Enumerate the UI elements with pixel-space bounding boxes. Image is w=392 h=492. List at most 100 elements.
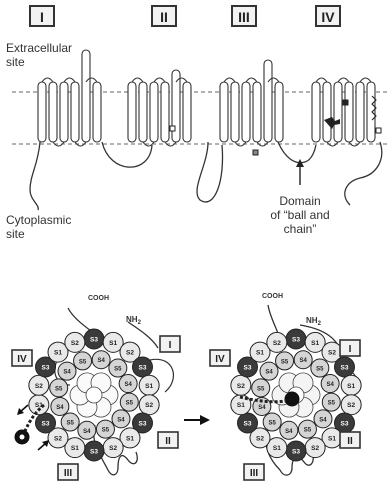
segment-label: S4 xyxy=(124,382,132,388)
right-outer-segment: S3 xyxy=(334,357,354,377)
extracellular-label: Extracellular xyxy=(6,41,72,55)
cytoplasmic-label: Cytoplasmic xyxy=(6,213,71,227)
left-middle-segment: S5 xyxy=(50,379,68,397)
tm-connector xyxy=(257,142,268,146)
left-middle-segment: S4 xyxy=(119,375,137,393)
domain-note-label-3: chain” xyxy=(284,222,317,236)
segment-label: S2 xyxy=(256,435,264,442)
transition-arrowhead xyxy=(200,415,210,425)
segment-label: S5 xyxy=(114,367,122,373)
right-domain-label-iii: III xyxy=(244,464,264,480)
left-outer-segment: S3 xyxy=(132,357,152,377)
tm-segment xyxy=(82,50,90,142)
tm-segment xyxy=(231,82,239,142)
segment-label: S5 xyxy=(268,420,276,426)
right-middle-segment: S5 xyxy=(298,420,316,438)
segment-label: S2 xyxy=(347,402,355,409)
segment-label: S4 xyxy=(319,417,327,423)
tm-connector xyxy=(42,78,53,82)
segment-label: S4 xyxy=(63,370,71,376)
domain-iii-segments xyxy=(220,60,283,146)
segment-label: S2 xyxy=(35,383,43,390)
tm-segment xyxy=(334,82,342,142)
domain-header-label: I xyxy=(40,9,44,25)
tm-segment xyxy=(264,60,272,142)
domain-header-label: IV xyxy=(321,9,335,25)
tm-segment xyxy=(183,82,191,142)
residue-marker xyxy=(376,128,381,133)
tm-segment xyxy=(312,82,320,142)
right-middle-segment: S4 xyxy=(260,362,278,380)
left-outer-segment: S1 xyxy=(139,375,159,395)
tm-connector xyxy=(154,78,165,82)
segment-label: S1 xyxy=(328,435,336,442)
segment-label: S2 xyxy=(109,445,117,452)
nh2-label-right: NH2 xyxy=(306,316,322,327)
right-middle-segment: S5 xyxy=(263,413,281,431)
tm-connector xyxy=(64,78,75,82)
segment-label: S5 xyxy=(55,386,63,392)
left-middle-segment: S4 xyxy=(51,397,69,415)
residue-marker xyxy=(253,150,258,155)
left-middle-segment: S4 xyxy=(92,351,110,369)
right-middle-segment: S5 xyxy=(252,379,270,397)
tm-connector xyxy=(53,142,64,146)
domain-label-text: II xyxy=(347,436,353,447)
right-domain-label-i: I xyxy=(340,340,360,356)
tm-segment xyxy=(38,82,46,142)
tm-connector xyxy=(224,78,235,82)
right-outer-segment: S2 xyxy=(305,438,325,458)
right-outer-segment: S1 xyxy=(341,375,361,395)
tm-segment xyxy=(345,82,353,142)
segment-label: S4 xyxy=(83,429,91,435)
segment-label: S4 xyxy=(265,370,273,376)
left-domain-label-iv: IV xyxy=(12,350,32,366)
tm-connector xyxy=(246,78,257,82)
tm-segment xyxy=(275,82,283,142)
segment-label: S2 xyxy=(71,340,79,347)
segment-label: S3 xyxy=(244,421,252,428)
right-middle-segment: S4 xyxy=(321,375,339,393)
tm-segment xyxy=(356,82,364,142)
left-middle-segment: S4 xyxy=(112,410,130,428)
domain-label-text: IV xyxy=(17,354,27,365)
tm-connector xyxy=(360,78,371,82)
cooh-label-right: COOH xyxy=(262,293,283,300)
domain-header-iii: III xyxy=(232,6,256,26)
tm-connector xyxy=(338,78,349,82)
tm-segment xyxy=(150,82,158,142)
left-middle-segment: S5 xyxy=(120,393,138,411)
segment-label: S3 xyxy=(90,337,98,344)
segment-label: S5 xyxy=(304,428,312,434)
domain-header-label: III xyxy=(238,9,250,25)
residue-marker xyxy=(170,126,175,131)
right-middle-segment: S4 xyxy=(294,351,312,369)
tm-connector xyxy=(349,142,360,146)
left-outer-segment: S2 xyxy=(65,332,85,352)
segment-label: S4 xyxy=(285,429,293,435)
left-outer-segment: S3 xyxy=(36,413,56,433)
domain-iv-segments xyxy=(312,78,375,146)
segment-label: S1 xyxy=(347,383,355,390)
tm-segment xyxy=(253,82,261,142)
segment-label: S2 xyxy=(145,402,153,409)
domain-header-iv: IV xyxy=(316,6,340,26)
segment-label: S2 xyxy=(311,445,319,452)
domain-label-text: I xyxy=(349,344,352,355)
segment-label: S2 xyxy=(273,340,281,347)
right-outer-segment: S2 xyxy=(267,332,287,352)
inactivation-ball xyxy=(285,392,299,406)
right-middle-segment: S4 xyxy=(314,410,332,428)
segment-label: S3 xyxy=(90,449,98,456)
tm-segment xyxy=(367,82,375,142)
segment-label: S1 xyxy=(54,350,62,357)
left-domain-label-iii: III xyxy=(58,464,78,480)
domain-note-label-2: of “ball and xyxy=(270,208,329,222)
left-domain-label-ii: II xyxy=(158,432,178,448)
right-domain-label-ii: II xyxy=(340,432,360,448)
right-domain-label-iv: IV xyxy=(210,350,230,366)
segment-label: S1 xyxy=(109,340,117,347)
left-middle-segment: S5 xyxy=(96,420,114,438)
